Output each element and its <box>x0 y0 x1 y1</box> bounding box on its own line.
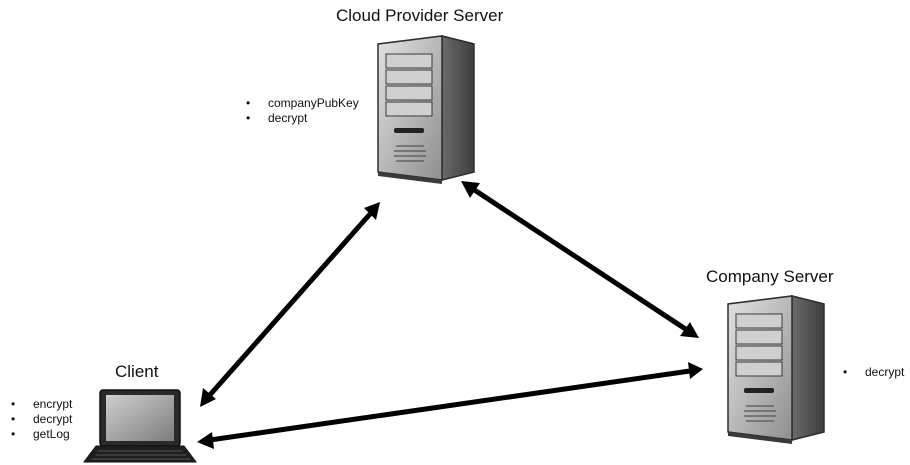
company-method-list: decrypt <box>843 365 904 380</box>
arrowhead-company-end-2 <box>688 362 703 379</box>
client-laptop-icon <box>83 389 197 463</box>
arrowhead-company-end <box>680 322 699 338</box>
arrowhead-cloud-end-2 <box>461 181 480 198</box>
client-method-list: encrypt decrypt getLog <box>11 397 72 442</box>
connection-client-cloud <box>200 202 380 407</box>
list-item: encrypt <box>11 397 72 412</box>
cloud-method-list: companyPubKey decrypt <box>246 96 359 126</box>
company-server-title: Company Server <box>706 267 834 286</box>
arrowhead-cloud-end <box>364 202 380 220</box>
company-server-icon <box>727 295 825 444</box>
list-item: decrypt <box>246 111 359 126</box>
cloud-server-icon <box>377 35 475 184</box>
list-item: decrypt <box>843 365 904 380</box>
list-item: getLog <box>11 427 72 442</box>
list-item: decrypt <box>11 412 72 427</box>
list-item: companyPubKey <box>246 96 359 111</box>
connection-client-company <box>197 362 703 449</box>
arrowhead-client-end <box>200 388 216 407</box>
cloud-server-title: Cloud Provider Server <box>336 6 504 25</box>
arrowhead-client-end-2 <box>197 432 214 449</box>
connection-cloud-company <box>461 181 699 338</box>
client-title: Client <box>115 362 159 381</box>
